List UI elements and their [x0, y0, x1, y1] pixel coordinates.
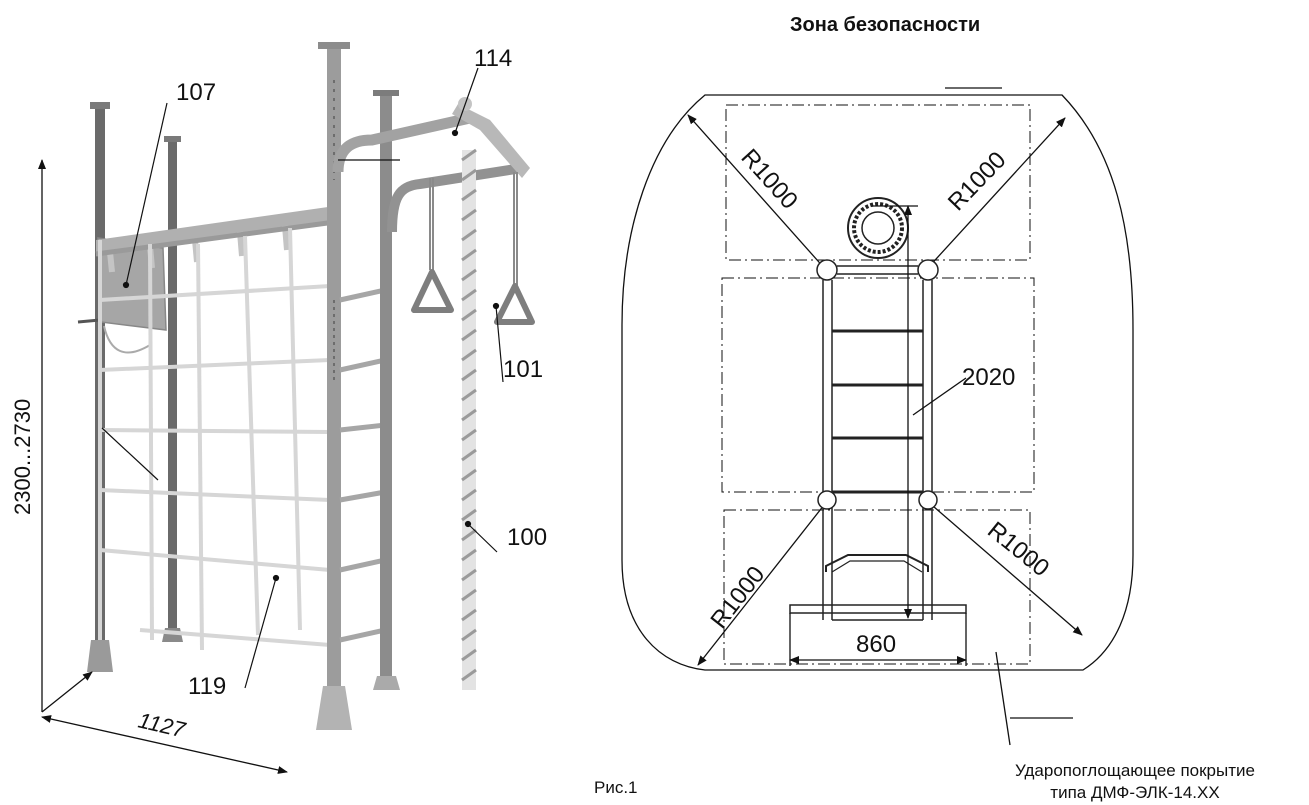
top-bar — [332, 97, 530, 233]
length-dimension — [872, 205, 967, 619]
rear-pole-middle — [162, 136, 183, 642]
safety-boundary — [621, 94, 1134, 671]
radius-lines — [687, 114, 1083, 666]
callout-114: 114 — [474, 45, 512, 72]
radius-label-top-right: R1000 — [943, 147, 1012, 217]
overall-dimensions — [38, 159, 288, 774]
complex-top-view — [789, 197, 967, 621]
cover-note-line2: типа ДМФ-ЭЛК-14.XX — [1050, 783, 1220, 802]
callout-119: 119 — [188, 673, 226, 700]
length-dimension-label: 2020 — [962, 364, 1015, 391]
climbing-rope — [461, 148, 477, 690]
cover-note-line1: Ударопоглощающее покрытие — [1015, 761, 1255, 780]
cover-note: Ударопоглощающее покрытие типа ДМФ-ЭЛК-1… — [985, 760, 1285, 804]
height-dimension-label: 2300...2730 — [10, 399, 35, 515]
climbing-net — [98, 227, 331, 651]
callout-107: 107 — [176, 79, 216, 106]
callout-101: 101 — [503, 356, 543, 383]
gym-rings — [411, 172, 535, 325]
zone-rect-top — [725, 104, 1031, 261]
safety-zone-title: Зона безопасности — [790, 14, 981, 36]
cover-leader — [995, 651, 1073, 746]
safety-zone-plan — [621, 87, 1134, 746]
zone-rect-bottom — [723, 509, 1031, 665]
figure-caption: Рис.1 — [594, 778, 638, 797]
wall-bars-rungs — [339, 287, 386, 643]
front-pole-right — [373, 90, 400, 690]
front-pole-main — [316, 42, 352, 730]
callout-100: 100 — [507, 524, 547, 551]
depth-dimension-label: 1127 — [136, 708, 188, 743]
width-dimension-label: 860 — [856, 631, 896, 658]
radius-label-bottom-right: R1000 — [982, 517, 1054, 582]
callout-leaders — [101, 67, 504, 689]
width-dimension — [789, 613, 967, 666]
sports-complex-illustration — [38, 42, 535, 774]
radius-label-bottom-left: R1000 — [705, 561, 770, 633]
